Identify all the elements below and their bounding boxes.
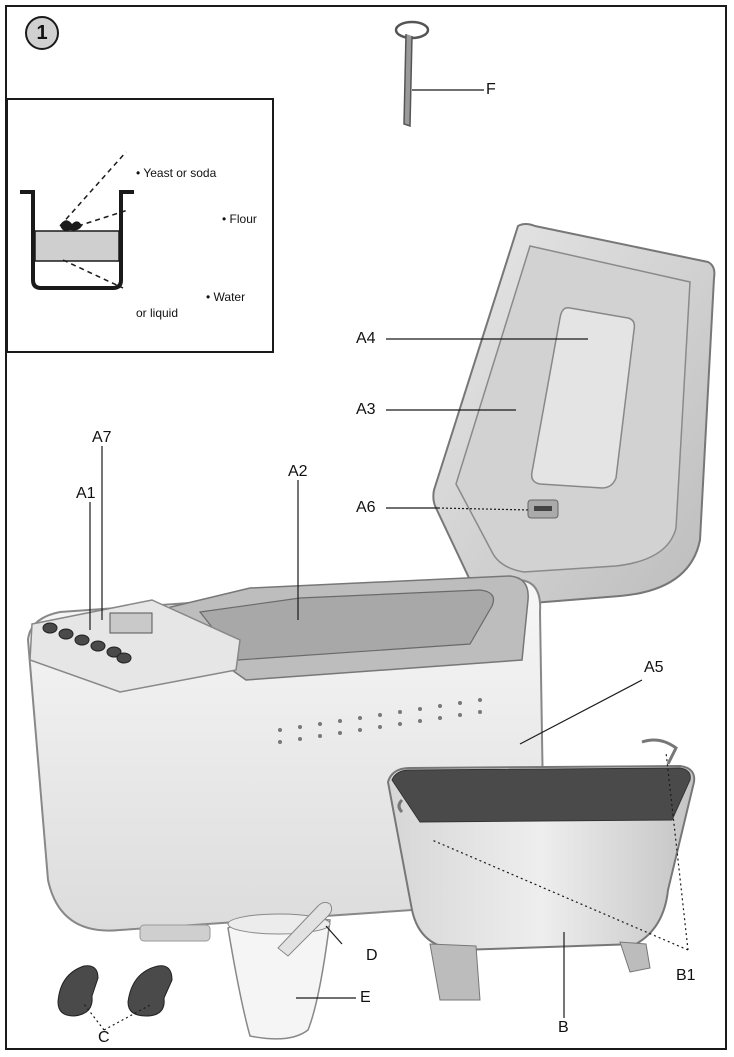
label-A3: A3: [356, 401, 376, 418]
inset-label-water: • Water: [206, 290, 246, 304]
label-A7: A7: [92, 429, 112, 446]
label-A5: A5: [644, 659, 664, 676]
measuring-spoon: [277, 901, 333, 957]
hook-tool-F: [394, 20, 430, 128]
pan-opening: [391, 767, 691, 823]
control-panel: [29, 599, 241, 693]
label-E: E: [360, 989, 371, 1006]
side-vents: [278, 698, 482, 744]
display-window: [109, 612, 153, 634]
leader-water: [62, 259, 124, 289]
label-A1: A1: [76, 485, 96, 502]
label-B: B: [558, 1019, 569, 1036]
open-lid: [432, 223, 716, 606]
bread-pan: [386, 738, 696, 1001]
figure-number-badge: 1: [25, 16, 59, 50]
label-F: F: [486, 81, 496, 98]
label-C: C: [98, 1029, 110, 1046]
label-D: D: [366, 947, 378, 964]
control-buttons: [42, 622, 132, 664]
yeast-blob: [60, 220, 82, 231]
leader-yeast: [59, 151, 127, 227]
inset-label-yeast: • Yeast or soda: [136, 166, 217, 180]
measuring-cup: [227, 913, 331, 1040]
pan-cross-section-diagram: [20, 151, 134, 290]
baking-chamber: [198, 589, 495, 661]
inset-label-flour: • Flour: [222, 212, 257, 226]
label-A6: A6: [356, 499, 376, 516]
kneading-paddles: [57, 965, 173, 1017]
leader-lines: [83, 89, 689, 1031]
flour-layer: [34, 230, 120, 262]
label-B1: B1: [676, 967, 696, 984]
lid-window: [530, 306, 636, 489]
label-A4: A4: [356, 330, 376, 347]
pan-outline: [20, 190, 134, 290]
inset-label-liquid: or liquid: [136, 306, 179, 320]
label-A2: A2: [288, 463, 308, 480]
ingredient-order-inset: • Yeast or soda • Flour • Water or liqui…: [6, 98, 274, 353]
